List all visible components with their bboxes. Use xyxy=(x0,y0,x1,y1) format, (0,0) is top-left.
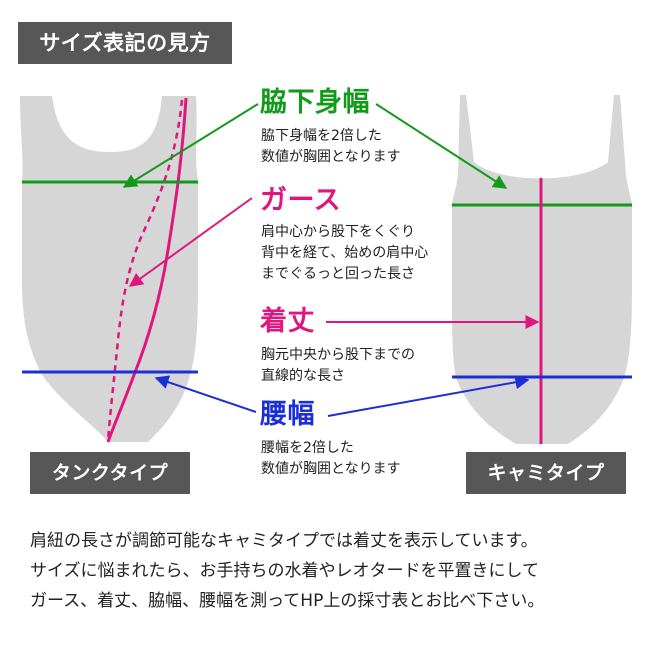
tank-garth-front-line xyxy=(106,97,188,443)
waist-width-description-line: 腰幅を2倍した xyxy=(261,440,354,456)
length-term: 着丈 xyxy=(260,306,315,337)
underarm-width-description: 脇下身幅を2倍した 数値が胸囲となります xyxy=(261,126,401,168)
garth-description-line: 背中を経て、始めの肩中心 xyxy=(261,245,429,261)
waist-width-description: 腰幅を2倍した 数値が胸囲となります xyxy=(261,438,401,480)
garth-term: ガース xyxy=(260,185,342,216)
tank-garth-back-dashed-line xyxy=(106,99,184,441)
length-description: 胸元中央から股下までの 直線的な長さ xyxy=(261,345,415,387)
garth-arrow-to-tank xyxy=(128,197,253,287)
underarm-arrow-to-camisole xyxy=(375,103,508,189)
garth-description-line: までぐるっと回った長さ xyxy=(261,266,415,282)
waist-arrow-to-camisole xyxy=(327,375,530,417)
underarm-width-term: 脇下身幅 xyxy=(260,87,370,118)
waist-arrow-to-tank xyxy=(154,375,257,413)
garth-description: 肩中心から股下をくぐり 背中を経て、始めの肩中心 までぐるっと回った長さ xyxy=(261,222,428,285)
tank-type-label: タンクタイプ xyxy=(30,452,190,494)
footer-line: 肩紐の長さが調節可能なキャミタイプでは着丈を表示しています。 xyxy=(30,531,538,551)
length-description-line: 直線的な長さ xyxy=(261,368,345,384)
footer-line: サイズに悩まれたら、お手持ちの水着やレオタードを平置きにして xyxy=(30,561,539,581)
page-title: サイズ表記の見方 xyxy=(18,22,232,64)
garth-description-line: 肩中心から股下をくぐり xyxy=(261,224,415,240)
underarm-arrow-to-tank xyxy=(122,103,259,188)
underarm-width-description-line: 脇下身幅を2倍した xyxy=(261,128,382,144)
footer-line: ガース、着丈、脇幅、腰幅を測ってHP上の採寸表とお比べ下さい。 xyxy=(30,591,545,611)
underarm-width-description-line: 数値が胸囲となります xyxy=(261,149,401,165)
waist-width-term: 腰幅 xyxy=(260,399,315,430)
footer-note: 肩紐の長さが調節可能なキャミタイプでは着丈を表示しています。 サイズに悩まれたら… xyxy=(30,526,630,616)
length-description-line: 胸元中央から股下までの xyxy=(261,347,415,363)
tank-swimsuit-shape xyxy=(20,96,198,442)
waist-width-description-line: 数値が胸囲となります xyxy=(261,461,401,477)
camisole-type-label: キャミタイプ xyxy=(466,452,626,494)
